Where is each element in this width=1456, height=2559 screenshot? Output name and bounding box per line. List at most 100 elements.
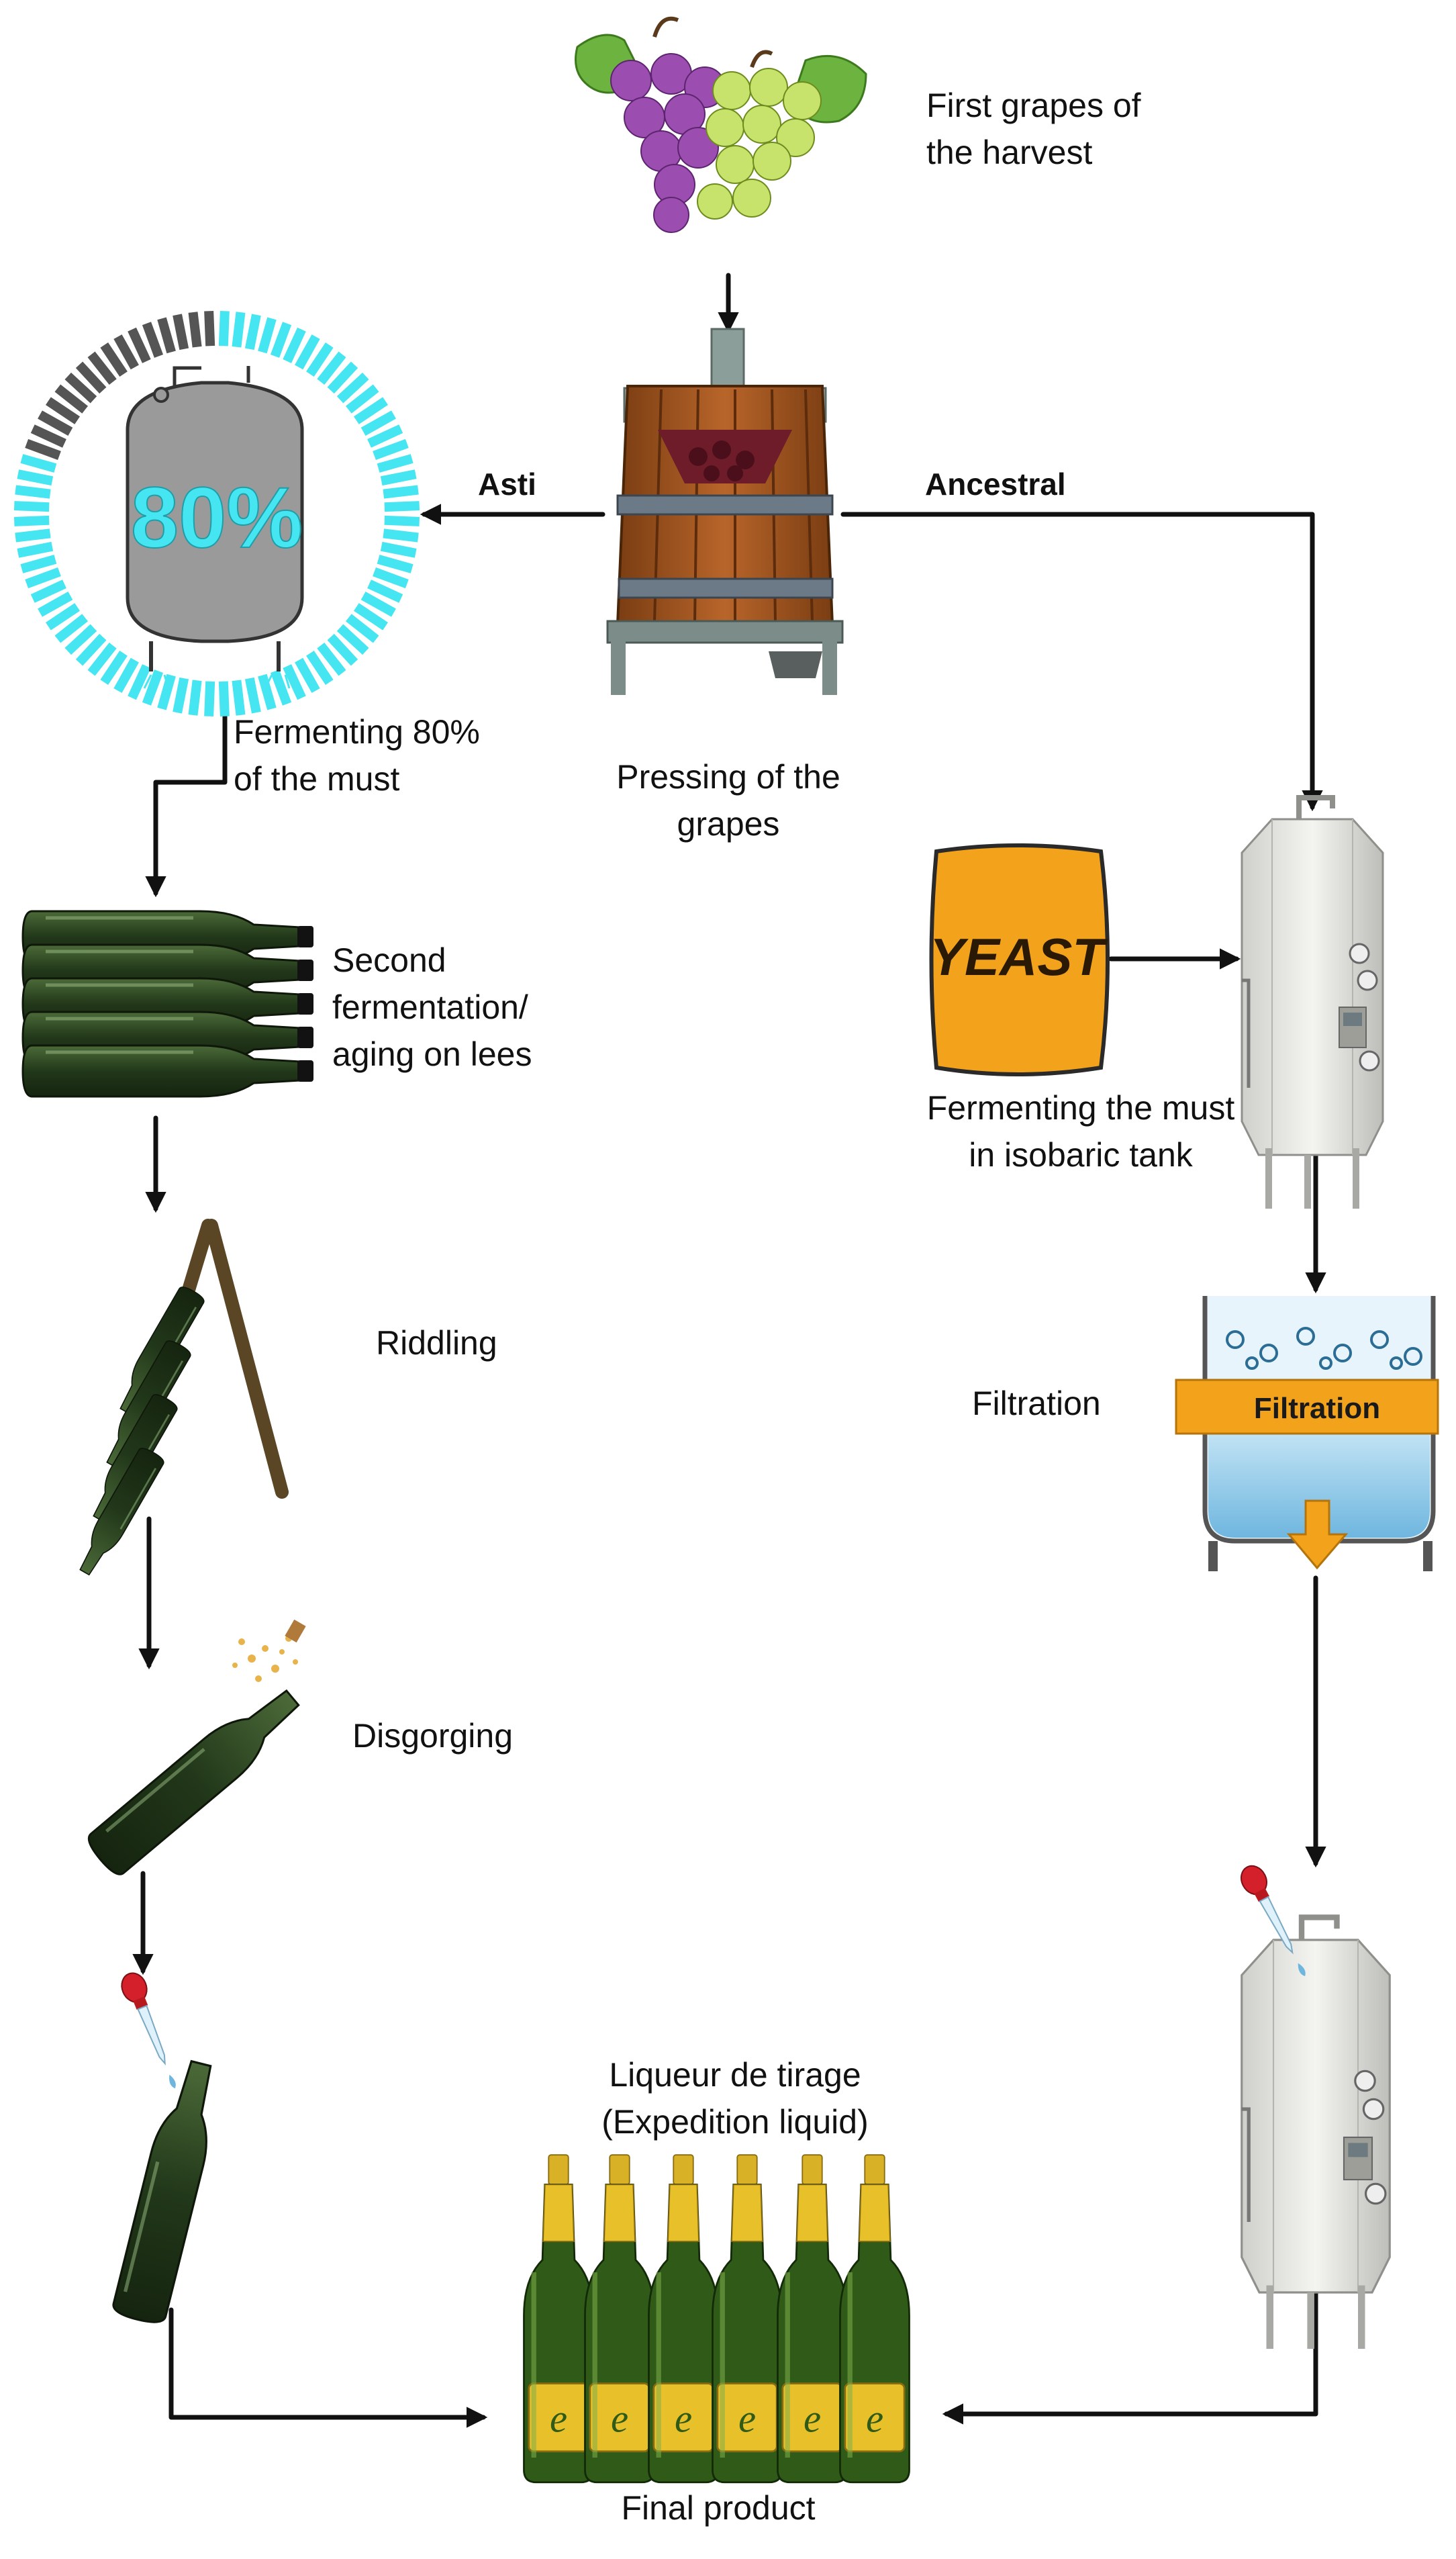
ring-segment-filled (377, 555, 414, 573)
label-final-product: Final product (621, 2489, 816, 2527)
filtration-band (1175, 1379, 1439, 1435)
ring-segment-filled (327, 633, 358, 666)
ring-segment-filled (87, 642, 117, 676)
champagne-bottle-icon: e (777, 2155, 846, 2482)
ring-segment-filled (13, 501, 50, 512)
yeast-bag-icon: YEAST (929, 843, 1110, 1076)
ring-segment-filled (383, 528, 419, 543)
ring-segment-empty (64, 372, 97, 404)
ring-segment-filled (383, 485, 419, 499)
ring-segment-filled (345, 614, 379, 643)
ring-segment-filled (380, 469, 417, 486)
label-disgorging: Disgorging (352, 1717, 514, 1755)
wine-press-icon (606, 328, 844, 695)
ring-segment-filled (384, 515, 420, 526)
ring-segment-filled (377, 454, 414, 473)
isobaric-tank-icon-bottom (1242, 1917, 1390, 2349)
ring-segment-filled (360, 410, 396, 436)
grapes-icon (575, 16, 867, 233)
yeast-bag-label: YEAST (930, 927, 1108, 986)
ring-segment-filled (13, 515, 50, 526)
label-filtration: Filtration (972, 1385, 1101, 1422)
bottle-label-letter: e (738, 2397, 756, 2440)
champagne-bottle-icon: e (712, 2155, 781, 2482)
ring-segment-filled (367, 579, 403, 603)
label-ancestral: Ancestral (925, 467, 1066, 502)
ring-segment-filled (17, 469, 54, 486)
label-riddling: Riddling (376, 1324, 497, 1362)
ring-segment-filled (173, 677, 189, 714)
label-fermenting-80: Fermenting 80% of the must (234, 713, 480, 798)
champagne-bottle-icon: e (524, 2155, 593, 2482)
ring-segment-filled (283, 664, 306, 700)
ring-segment-filled (30, 579, 66, 603)
ring-segment-filled (336, 372, 369, 404)
ring-segment-empty (157, 317, 176, 354)
tank-percent-label: 80% (131, 470, 303, 566)
fermentation-progress-ring (13, 310, 420, 717)
ring-segment-filled (20, 454, 57, 473)
dropper-icon-left (117, 1968, 187, 2094)
ring-segment-filled (317, 642, 346, 676)
ring-segment-filled (15, 528, 51, 543)
ring-segment-empty (46, 397, 81, 424)
label-second-fermentation: Second fermentation/ aging on lees (332, 941, 532, 1073)
ring-segment-empty (128, 327, 151, 363)
ring-segment-filled (232, 680, 246, 716)
ring-segment-filled (345, 384, 379, 414)
ring-segment-filled (360, 592, 396, 617)
ring-segment-filled (25, 567, 61, 589)
bottle-label-letter: e (611, 2397, 628, 2440)
ring-segment-empty (54, 384, 89, 414)
ring-segment-empty (173, 314, 189, 351)
ring-segment-filled (317, 351, 346, 385)
ring-segment-filled (367, 424, 403, 448)
ring-segment-filled (336, 624, 369, 655)
ring-segment-filled (258, 673, 277, 710)
ring-segment-filled (373, 438, 409, 461)
ring-segment-empty (75, 361, 107, 394)
ring-segment-filled (54, 614, 89, 643)
ring-segment-filled (20, 555, 57, 573)
disgorging-bottle-icon (84, 1619, 309, 1879)
ring-segment-filled (46, 603, 81, 631)
stacked-bottles-icon (23, 911, 313, 1097)
ring-segment-empty (30, 424, 66, 448)
ring-segment-empty (38, 410, 73, 436)
ring-segment-filled (17, 541, 54, 558)
arrow-ancestral-to-final (942, 2233, 1318, 2425)
ring-segment-filled (113, 657, 139, 693)
ring-segment-filled (100, 650, 128, 685)
ring-segment-filled (38, 592, 73, 617)
ring-segment-filled (295, 334, 320, 370)
ring-segment-filled (15, 485, 51, 499)
bottle-label-letter: e (550, 2397, 567, 2440)
riddling-rack-icon (71, 1219, 289, 1581)
ring-segment-filled (270, 669, 292, 706)
bottle-label-letter: e (675, 2397, 692, 2440)
ring-segment-filled (244, 314, 261, 351)
ring-segment-filled (204, 681, 215, 717)
ring-segment-empty (87, 351, 117, 385)
bottle-label-letter: e (866, 2397, 883, 2440)
ring-segment-filled (306, 342, 334, 377)
champagne-bottle-icon: e (648, 2155, 718, 2482)
dosage-bottle-icon-left (111, 2057, 227, 2326)
ring-segment-filled (232, 312, 246, 348)
ring-segment-filled (64, 624, 97, 655)
ring-segment-empty (25, 438, 61, 461)
label-liqueur-de-tirage: Liqueur de tirage (Expedition liquid) (601, 2056, 869, 2141)
ring-segment-filled (295, 657, 320, 693)
isobaric-tank-icon (1242, 798, 1383, 1209)
ring-segment-filled (270, 322, 292, 358)
filtration-band-label: Filtration (1254, 1392, 1380, 1425)
ring-segment-filled (244, 677, 261, 714)
ring-segment-filled (188, 680, 202, 716)
ring-segment-filled (157, 673, 176, 710)
label-fermenting-isobaric: Fermenting the must in isobaric tank (926, 1089, 1235, 1174)
ring-segment-filled (306, 650, 334, 685)
fermentation-tank-icon: 80% (126, 366, 304, 689)
